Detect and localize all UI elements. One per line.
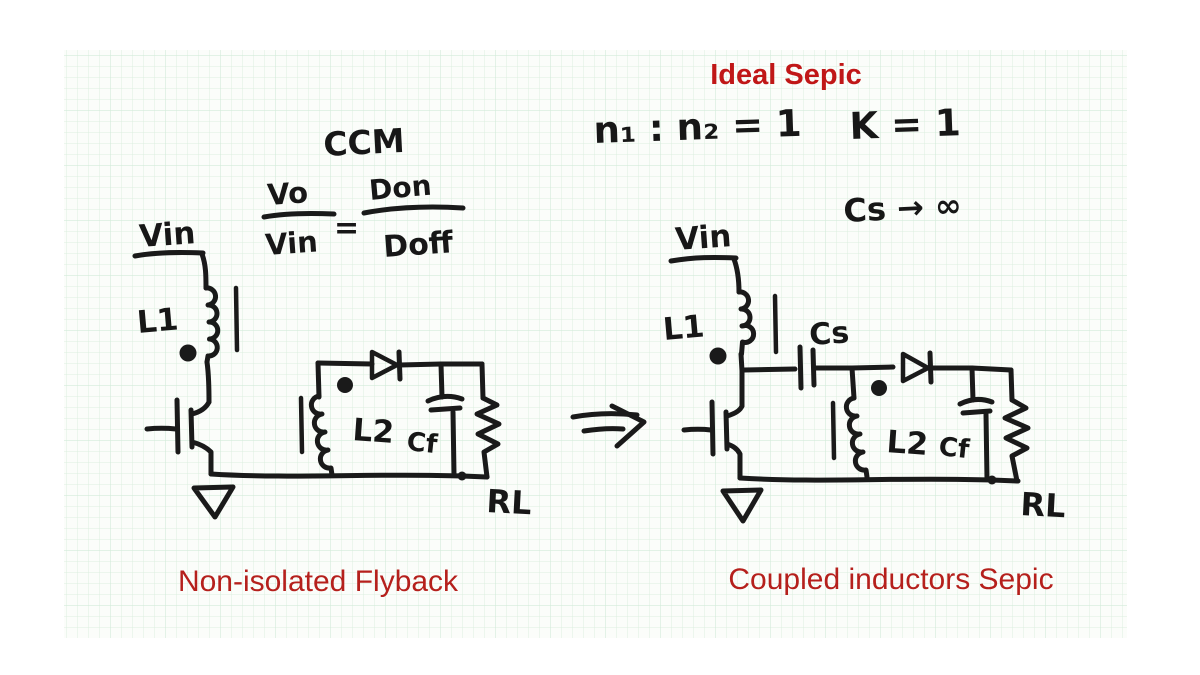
flyback-circuit: Vin L1 L2 bbox=[132, 215, 533, 522]
equals-sign: = bbox=[334, 211, 359, 246]
capacitor-cf bbox=[957, 365, 995, 482]
vin-denominator: Vin bbox=[264, 224, 319, 262]
equations: CCM Vo Vin = Don Doff n₁ : n₂ = 1 K = 1 … bbox=[261, 101, 963, 265]
rl-load-label: RL bbox=[1020, 485, 1067, 525]
don-numerator: Don bbox=[368, 169, 433, 207]
ground-symbol bbox=[191, 484, 236, 520]
diode-triangle bbox=[369, 349, 400, 381]
cap-plate-bottom bbox=[960, 408, 993, 416]
l2-inductor bbox=[843, 395, 870, 480]
bottom-wire bbox=[737, 475, 1021, 484]
resistor-rl bbox=[474, 361, 502, 480]
gate-bar bbox=[709, 399, 716, 457]
gate-lead bbox=[144, 425, 179, 432]
cap-plate-top bbox=[957, 396, 995, 407]
cap-plate-top bbox=[425, 393, 465, 404]
resistor-zigzag bbox=[1002, 397, 1031, 484]
wire bbox=[204, 359, 212, 405]
diode-triangle bbox=[900, 351, 931, 384]
l2-inductor-label: L2 bbox=[885, 424, 929, 463]
source-lead bbox=[189, 439, 214, 477]
wire bbox=[738, 351, 745, 409]
caption-flyback: Non-isolated Flyback bbox=[178, 565, 459, 598]
fraction-bar-left bbox=[261, 210, 337, 220]
l1-inductor bbox=[203, 285, 221, 365]
sepic-circuit: Vin L1 Cs L2 bbox=[662, 218, 1067, 525]
cap-plate-bottom bbox=[428, 405, 463, 413]
wire bbox=[969, 365, 976, 403]
vo-numerator: Vo bbox=[266, 175, 309, 212]
ground-symbol bbox=[720, 487, 764, 524]
cap-plate-left bbox=[797, 344, 804, 391]
doff-denominator: Doff bbox=[382, 225, 455, 265]
cf-capacitor-label: Cf bbox=[937, 432, 971, 465]
coupling-equation: K = 1 bbox=[849, 101, 962, 148]
l1-inductor-label: L1 bbox=[136, 302, 180, 341]
resistor-rl bbox=[1002, 367, 1031, 484]
wire bbox=[315, 360, 375, 367]
cs-limit-equation: Cs → ∞ bbox=[842, 186, 962, 230]
wire bbox=[849, 364, 896, 371]
drain-lead bbox=[189, 399, 212, 417]
core-bar bbox=[298, 395, 305, 455]
capacitor-cf bbox=[425, 361, 465, 477]
wire bbox=[1008, 367, 1015, 403]
polarity-dot bbox=[709, 347, 727, 365]
mosfet-switch bbox=[144, 397, 214, 477]
source-lead bbox=[724, 441, 743, 481]
polarity-dot bbox=[871, 380, 887, 396]
resistor-zigzag bbox=[474, 395, 502, 480]
wire bbox=[739, 366, 798, 374]
vin-source-label: Vin bbox=[138, 215, 197, 255]
core-bar bbox=[233, 285, 240, 353]
wire bbox=[849, 365, 857, 401]
turns-ratio-equation: n₁ : n₂ = 1 bbox=[593, 102, 803, 152]
l2-inductor-label: L2 bbox=[351, 412, 395, 451]
wire bbox=[479, 361, 486, 401]
drain-lead bbox=[724, 403, 745, 419]
cs-capacitor-label: Cs bbox=[808, 315, 850, 353]
polarity-dot bbox=[337, 377, 353, 393]
graph-paper bbox=[64, 50, 1127, 638]
fraction-bar-right bbox=[361, 204, 466, 216]
slide-title: Ideal Sepic bbox=[710, 59, 862, 91]
ccm-label: CCM bbox=[322, 121, 405, 164]
gate-lead bbox=[681, 426, 714, 433]
gate-bar bbox=[174, 397, 181, 455]
l2-inductor bbox=[308, 393, 335, 478]
rl-load-label: RL bbox=[486, 482, 533, 522]
arrow-bottom-bar bbox=[581, 426, 626, 434]
vin-underline bbox=[132, 249, 206, 259]
wire bbox=[199, 251, 209, 291]
core-bar bbox=[830, 400, 837, 461]
junction-dot bbox=[457, 471, 467, 481]
capacitor-cs bbox=[797, 344, 855, 391]
mosfet-switch bbox=[681, 399, 745, 481]
polarity-dot bbox=[179, 344, 197, 362]
wire bbox=[438, 361, 445, 400]
l1-inductor-label: L1 bbox=[662, 309, 706, 348]
arrow-chevron bbox=[609, 403, 647, 449]
caption-sepic: Coupled inductors Sepic bbox=[728, 563, 1053, 596]
wire bbox=[450, 409, 457, 477]
bottom-wire bbox=[208, 471, 490, 480]
core-bar bbox=[772, 293, 779, 355]
implies-arrow bbox=[570, 403, 647, 449]
l1-inductor bbox=[736, 289, 757, 357]
wire bbox=[731, 256, 742, 295]
wire bbox=[983, 411, 990, 482]
cf-capacitor-label: Cf bbox=[405, 427, 439, 460]
wire bbox=[315, 360, 322, 400]
vin-source-label: Vin bbox=[674, 218, 733, 258]
vin-underline bbox=[668, 254, 739, 264]
junction-dot bbox=[987, 475, 997, 485]
